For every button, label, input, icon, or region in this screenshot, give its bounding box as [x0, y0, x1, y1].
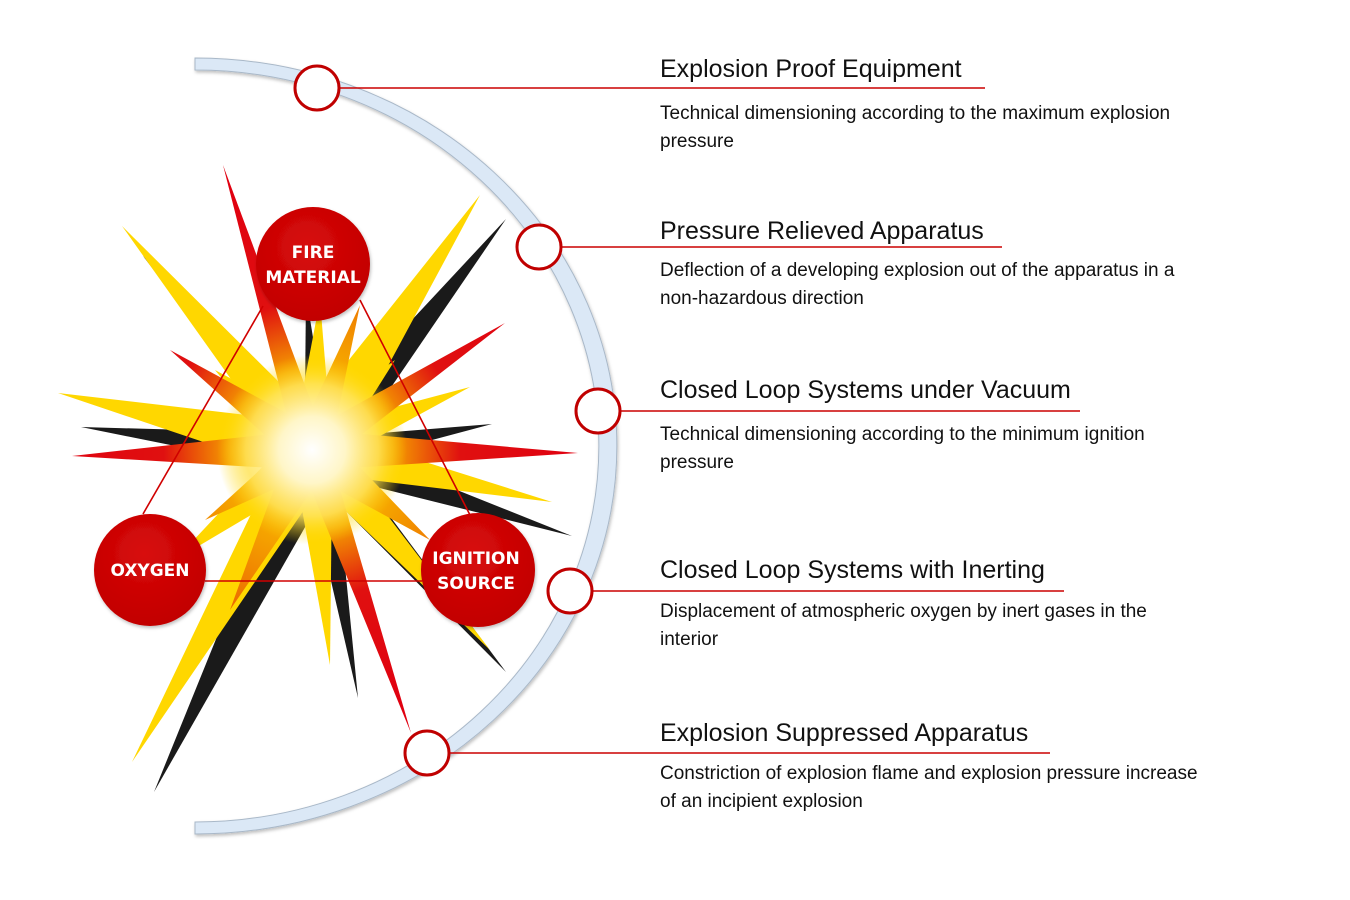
item-desc-suppressed: Constriction of explosion flame and expl… [660, 763, 1198, 812]
marker-circle-5 [403, 729, 451, 777]
item-title-inerting: Closed Loop Systems with Inerting [660, 556, 1045, 584]
item-desc-vacuum: Technical dimensioning according to the … [660, 424, 1145, 473]
marker-circle-1 [293, 64, 341, 112]
connector-markers [293, 64, 622, 777]
triangle-edge-left [142, 305, 264, 515]
item-title-vacuum: Closed Loop Systems under Vacuum [660, 376, 1071, 404]
node-fire-material: FIRE MATERIAL [256, 207, 370, 321]
item-title-suppressed: Explosion Suppressed Apparatus [660, 719, 1029, 747]
node-label: MATERIAL [265, 268, 361, 288]
starburst-ray-red [310, 479, 411, 733]
node-label: FIRE [292, 243, 335, 263]
item-desc-explosion-proof: Technical dimensioning according to the … [660, 103, 1171, 152]
marker-circle-4 [546, 567, 594, 615]
node-oxygen: OXYGEN [94, 514, 206, 626]
marker-circle-3 [574, 387, 622, 435]
item-desc-pressure-relieved: Deflection of a developing explosion out… [660, 260, 1175, 309]
node-label: IGNITION [432, 549, 519, 569]
fire-triangle [142, 299, 471, 582]
node-ignition-source: IGNITION SOURCE [421, 513, 535, 627]
connectors [339, 87, 1080, 754]
marker-circle-2 [515, 223, 563, 271]
item-desc-inerting: Displacement of atmospheric oxygen by in… [660, 601, 1147, 650]
explosion-core [217, 355, 407, 545]
triangle-edge-right [359, 299, 471, 516]
item-title-pressure-relieved: Pressure Relieved Apparatus [660, 217, 984, 245]
starburst-ray-black [154, 485, 319, 792]
node-label: OXYGEN [110, 561, 189, 581]
node-label: SOURCE [437, 574, 515, 594]
item-title-explosion-proof: Explosion Proof Equipment [660, 55, 962, 83]
